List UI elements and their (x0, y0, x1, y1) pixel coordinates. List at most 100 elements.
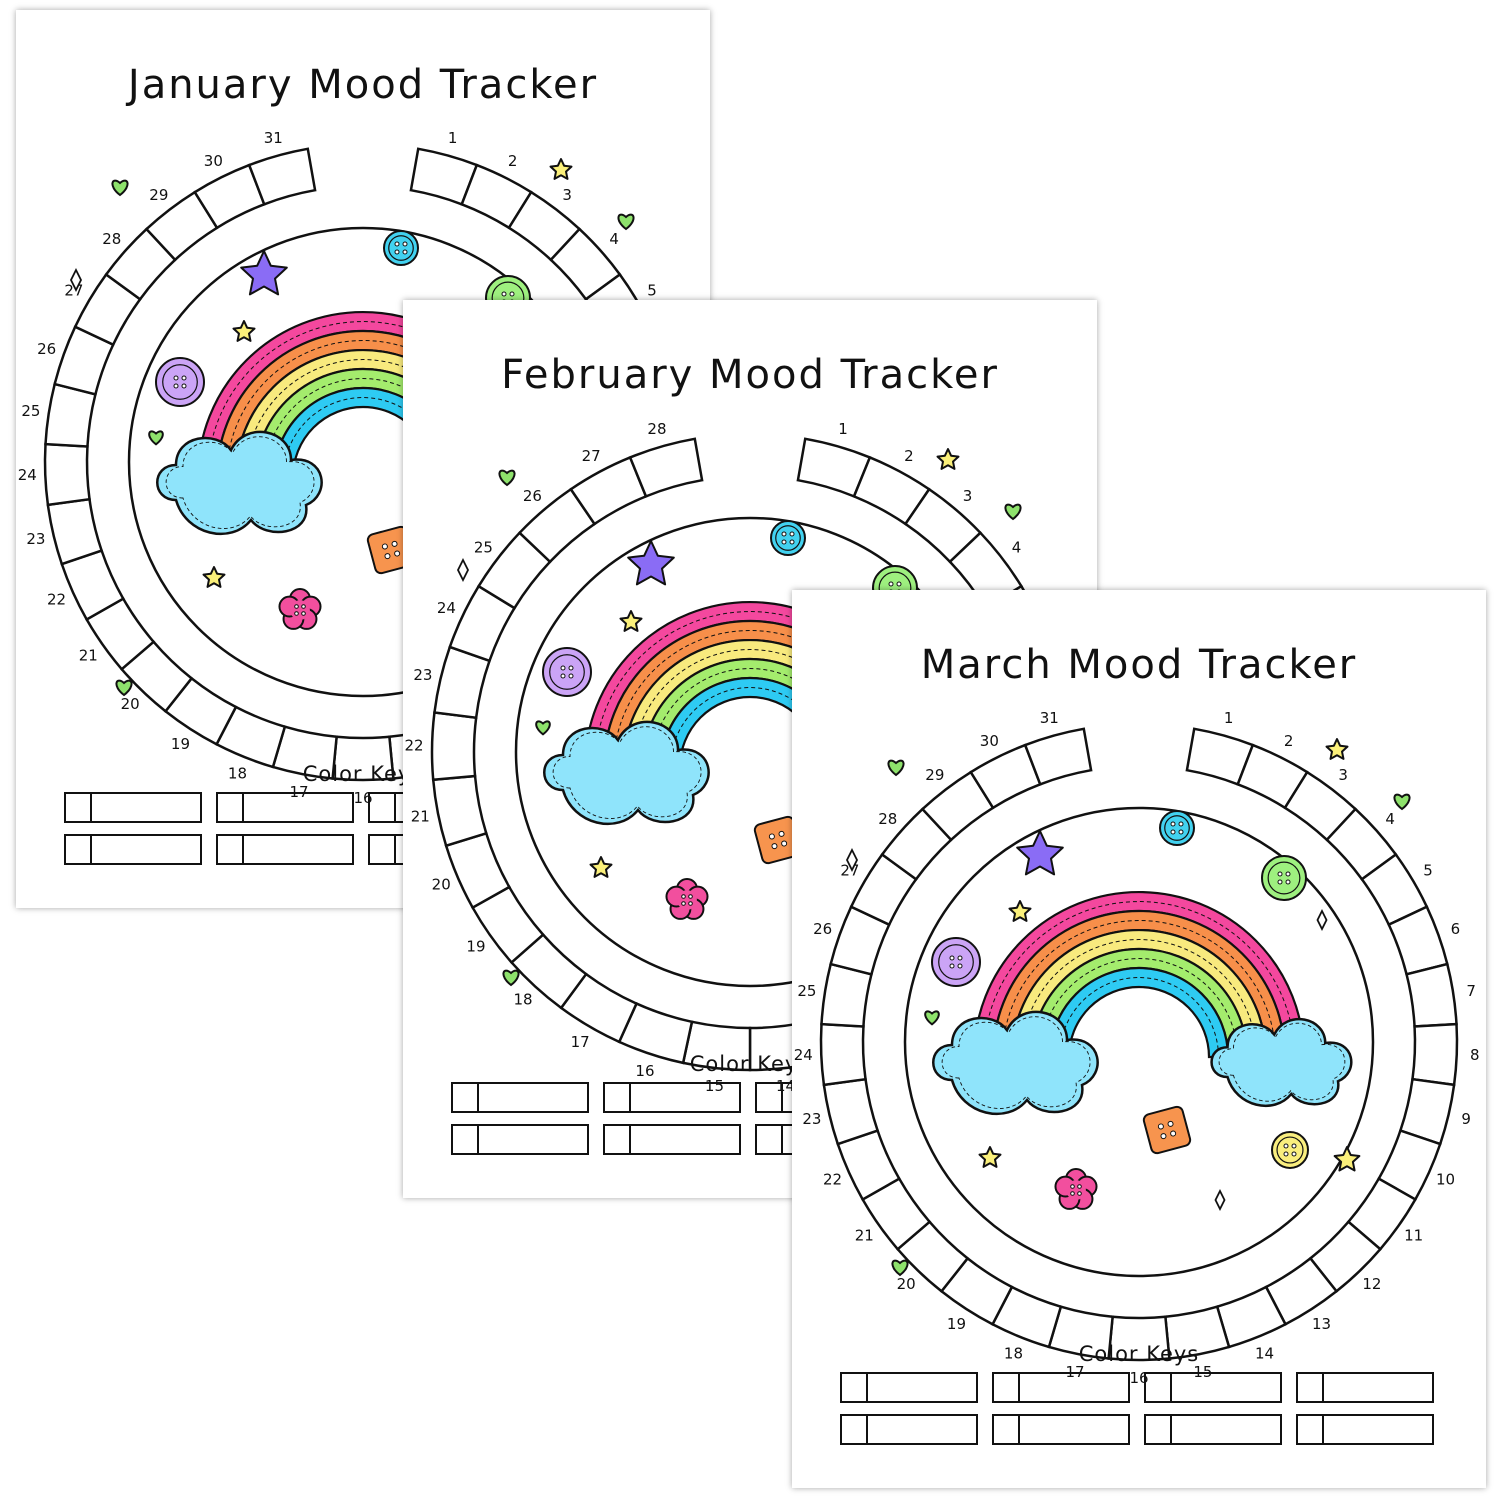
color-key-swatch[interactable] (66, 836, 92, 863)
day-number: 26 (813, 920, 832, 938)
square-button-icon (366, 525, 416, 575)
day-cell[interactable] (431, 774, 488, 848)
button-icon (1261, 855, 1307, 901)
heart-icon (148, 430, 164, 446)
color-key-slot[interactable] (451, 1082, 589, 1113)
day-cell[interactable] (43, 442, 91, 507)
color-key-swatch[interactable] (218, 794, 244, 821)
heart-icon (498, 469, 516, 487)
color-key-swatch[interactable] (453, 1126, 479, 1153)
day-number: 10 (1436, 1171, 1455, 1189)
heart-icon (535, 720, 551, 736)
day-number: 22 (405, 737, 424, 755)
color-key-slot[interactable] (1144, 1414, 1282, 1445)
color-key-slot[interactable] (992, 1372, 1130, 1403)
color-key-swatch[interactable] (1298, 1416, 1324, 1443)
day-number: 21 (411, 808, 430, 826)
day-cell[interactable] (1411, 1022, 1459, 1087)
flower-icon (1054, 1167, 1098, 1210)
color-key-swatch[interactable] (218, 836, 244, 863)
color-key-swatch[interactable] (66, 794, 92, 821)
day-number: 31 (264, 129, 283, 147)
day-number: 27 (582, 447, 601, 465)
day-number: 3 (963, 487, 973, 505)
color-key-swatch[interactable] (757, 1084, 783, 1111)
color-key-slot[interactable] (992, 1414, 1130, 1445)
heart-icon (1004, 503, 1022, 521)
color-key-slot[interactable] (840, 1372, 978, 1403)
color-key-swatch[interactable] (994, 1374, 1020, 1401)
rainbow (972, 890, 1306, 1059)
day-number: 5 (647, 282, 657, 300)
flower-icon (665, 877, 709, 920)
day-cell[interactable] (247, 147, 317, 206)
star-icon (1325, 738, 1349, 760)
star-icon (1333, 1146, 1361, 1172)
color-key-slot[interactable] (1296, 1372, 1434, 1403)
color-key-slot[interactable] (840, 1414, 978, 1445)
day-number: 23 (26, 530, 45, 548)
color-keys-label: Color Keys (302, 762, 424, 786)
day-number: 17 (571, 1033, 590, 1051)
day-number: 14 (776, 1077, 795, 1095)
color-key-swatch[interactable] (1298, 1374, 1324, 1401)
day-number: 5 (1423, 862, 1433, 880)
day-number: 19 (466, 937, 485, 955)
heart-icon (1393, 793, 1411, 811)
color-key-swatch[interactable] (370, 836, 396, 863)
color-key-slot[interactable] (603, 1082, 741, 1113)
day-cell[interactable] (430, 711, 478, 782)
day-number: 12 (1362, 1275, 1381, 1293)
day-number: 21 (855, 1226, 874, 1244)
day-number: 19 (947, 1315, 966, 1333)
color-key-swatch[interactable] (605, 1126, 631, 1153)
button-icon (1159, 810, 1195, 846)
color-key-swatch[interactable] (994, 1416, 1020, 1443)
day-cell[interactable] (1023, 727, 1093, 786)
color-key-swatch[interactable] (605, 1084, 631, 1111)
color-key-slot[interactable] (216, 834, 354, 865)
color-key-swatch[interactable] (842, 1416, 868, 1443)
day-number: 20 (432, 875, 451, 893)
day-cell[interactable] (822, 1077, 880, 1146)
day-number: 1 (1224, 709, 1234, 727)
color-key-slot[interactable] (216, 792, 354, 823)
color-key-swatch[interactable] (370, 794, 396, 821)
color-keys-label: Color Keys (1078, 1342, 1200, 1366)
day-number: 22 (47, 591, 66, 609)
color-key-swatch[interactable] (842, 1374, 868, 1401)
color-key-swatch[interactable] (453, 1084, 479, 1111)
color-key-slot[interactable] (1296, 1414, 1434, 1445)
star-icon (936, 448, 960, 470)
flower-icon (278, 587, 322, 630)
day-number: 2 (904, 447, 914, 465)
day-number: 23 (802, 1110, 821, 1128)
day-number: 21 (79, 646, 98, 664)
day-cell[interactable] (46, 497, 104, 566)
day-cell[interactable] (628, 437, 704, 498)
color-key-slot[interactable] (1144, 1372, 1282, 1403)
color-key-swatch[interactable] (1146, 1374, 1172, 1401)
sparkle-icon (1214, 1188, 1226, 1212)
star-icon (978, 1146, 1002, 1168)
day-number: 18 (1004, 1345, 1023, 1363)
color-key-slot[interactable] (64, 834, 202, 865)
color-key-swatch[interactable] (1146, 1416, 1172, 1443)
day-number: 25 (21, 402, 40, 420)
day-number: 4 (1012, 538, 1022, 556)
color-key-slot[interactable] (603, 1124, 741, 1155)
day-cell[interactable] (1405, 962, 1458, 1028)
color-key-slot[interactable] (64, 792, 202, 823)
day-cell[interactable] (819, 1022, 867, 1087)
day-number: 16 (353, 789, 372, 807)
star-icon (627, 540, 675, 586)
color-key-swatch[interactable] (757, 1126, 783, 1153)
day-number: 15 (705, 1077, 724, 1095)
day-number: 9 (1461, 1110, 1471, 1128)
color-key-slot[interactable] (451, 1124, 589, 1155)
star-icon (1008, 900, 1032, 922)
cloud-icon (156, 430, 323, 536)
button-icon (383, 230, 419, 266)
day-number: 20 (121, 695, 140, 713)
